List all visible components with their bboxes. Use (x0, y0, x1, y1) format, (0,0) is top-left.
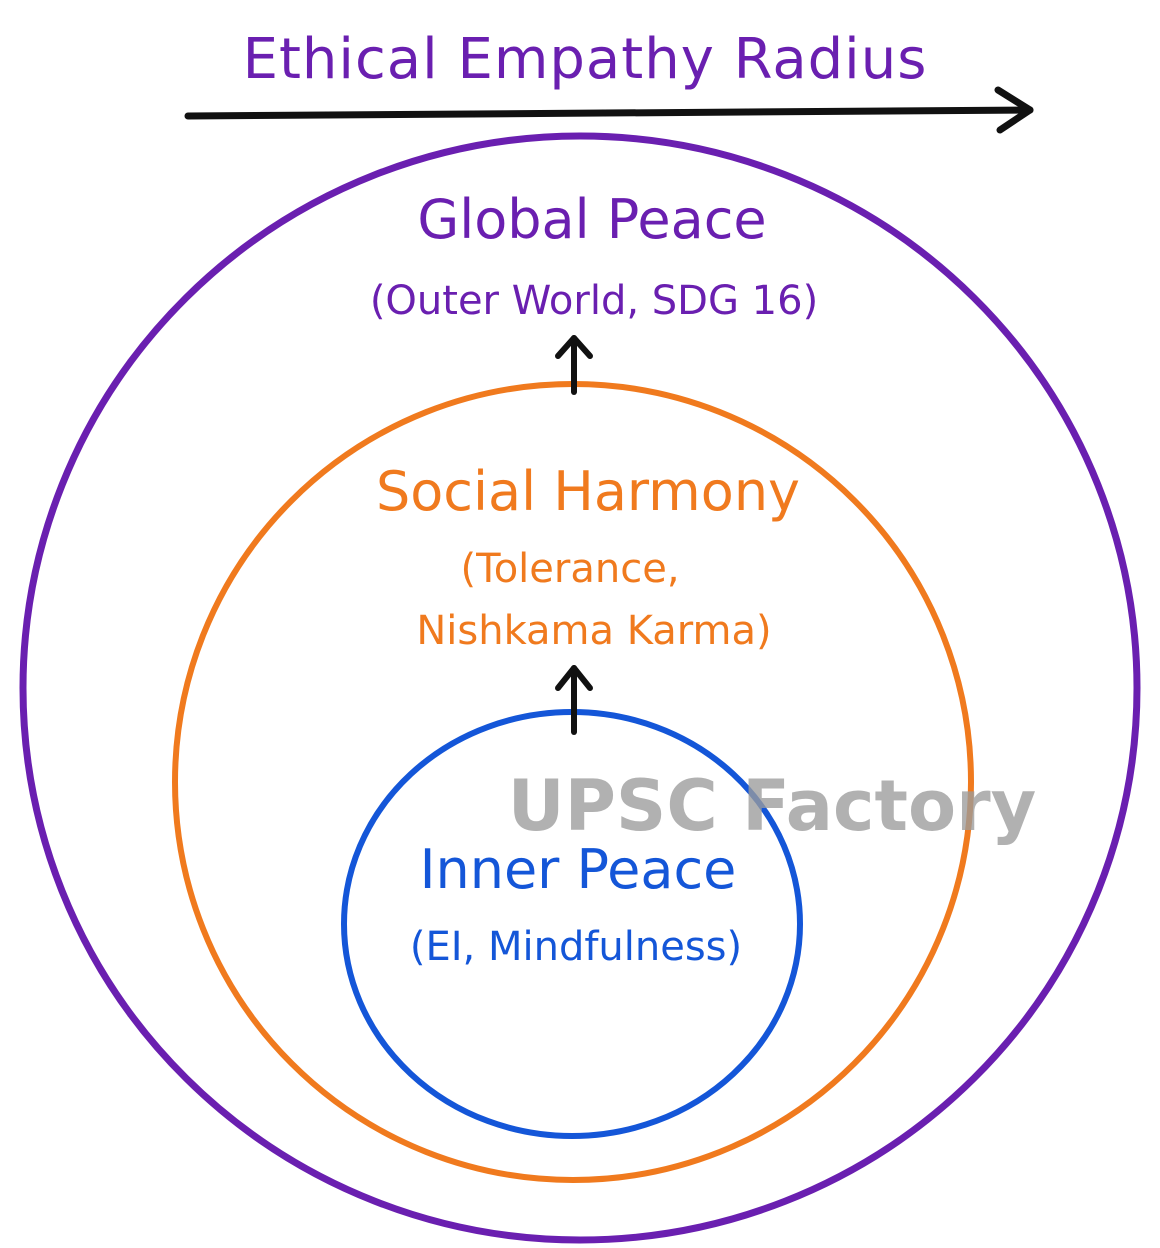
social-harmony-subtitle-line2: Nishkama Karma) (416, 608, 771, 654)
inner-peace-subtitle: (EI, Mindfulness) (410, 924, 742, 970)
arrow-social-to-global (555, 335, 593, 395)
outer-ring-global-peace (19, 132, 1141, 1244)
social-harmony-subtitle-line1: (Tolerance, (460, 546, 679, 592)
diagram-title: Ethical Empathy Radius (243, 27, 928, 92)
radius-arrow-head (994, 86, 1034, 134)
radius-arrow-line (184, 106, 1034, 120)
global-peace-title: Global Peace (417, 188, 766, 251)
radius-arrow (184, 86, 1034, 134)
social-harmony-title: Social Harmony (376, 460, 800, 523)
inner-peace-title: Inner Peace (420, 838, 737, 901)
watermark-text: UPSC Factory (508, 765, 1036, 847)
global-peace-subtitle: (Outer World, SDG 16) (370, 278, 818, 324)
arrow-social-to-global-head (555, 335, 593, 359)
arrow-inner-to-social (555, 665, 593, 735)
arrow-inner-to-social-head (555, 665, 593, 691)
